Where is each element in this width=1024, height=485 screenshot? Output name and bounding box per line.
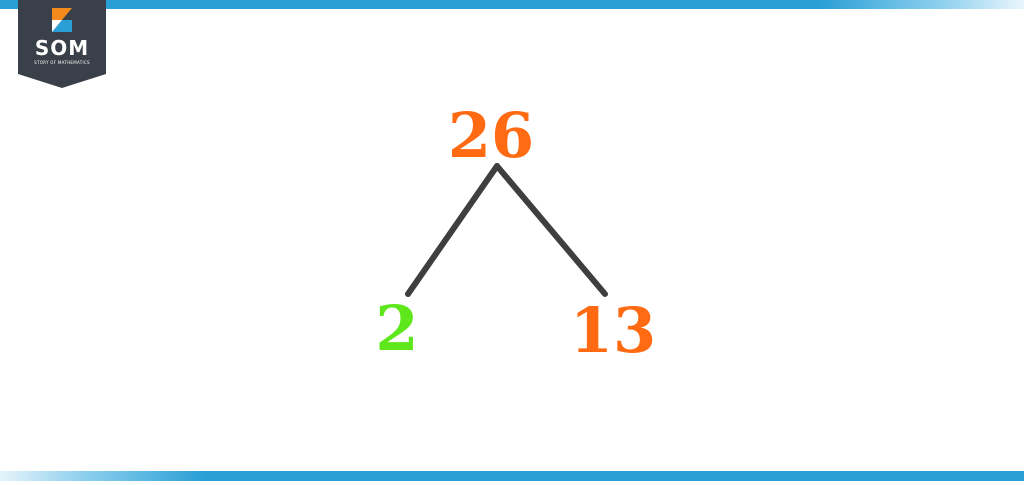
som-logo: SOM STORY OF MATHEMATICS [18, 0, 106, 88]
top-accent-bar [0, 0, 1024, 9]
logo-badge [18, 0, 106, 88]
right-factor: 13 [570, 294, 656, 367]
logo-mark-bottom [52, 20, 72, 32]
logo-text: SOM [34, 36, 90, 60]
left-factor: 2 [375, 292, 418, 365]
logo-mark-top [52, 8, 72, 20]
logo-mark-left [52, 20, 62, 32]
branch-left [405, 163, 500, 297]
logo-subtext: STORY OF MATHEMATICS [34, 60, 90, 65]
branch-right [494, 163, 608, 297]
bottom-accent-bar [0, 471, 1024, 481]
root-number: 26 [448, 99, 534, 172]
